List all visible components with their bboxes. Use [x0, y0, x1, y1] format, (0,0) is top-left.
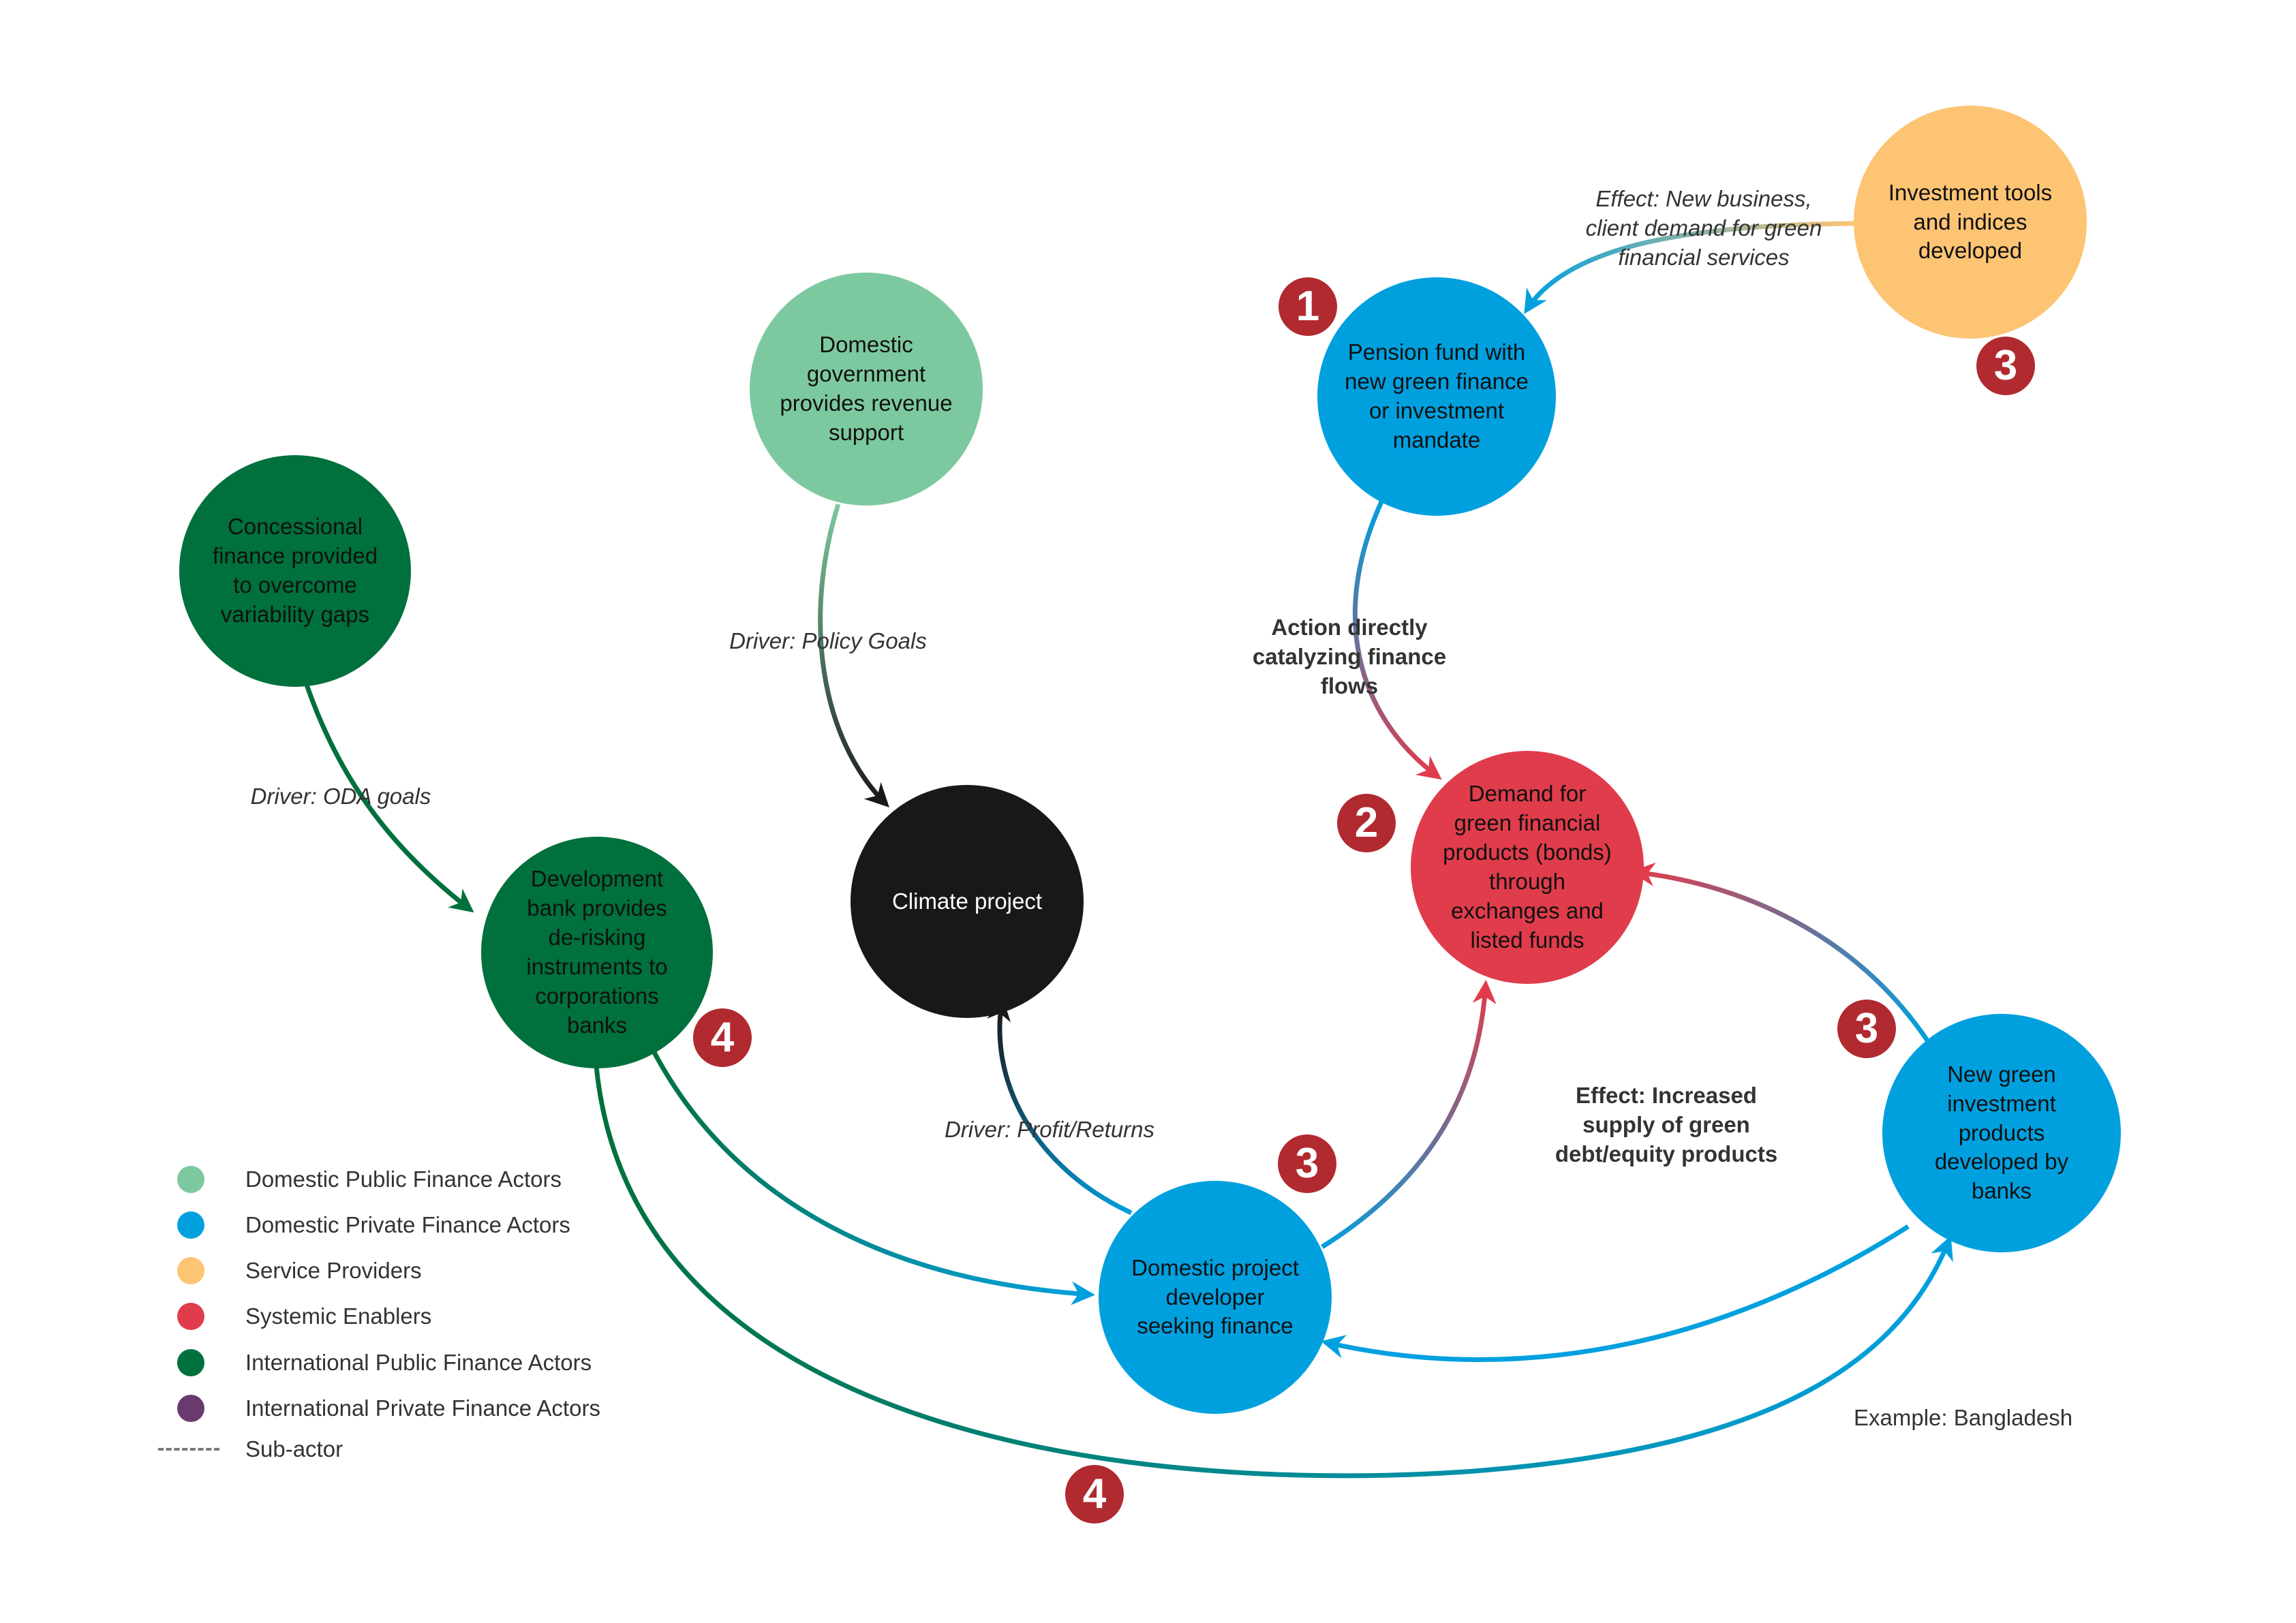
- node-concessional-finance-label: Concessional finance provided to overcom…: [212, 514, 378, 627]
- node-climate-project-label: Climate project: [891, 888, 1043, 914]
- node-domestic-government: Domestic government provides revenue sup…: [750, 273, 983, 506]
- legend-dot-service-providers: [177, 1257, 204, 1284]
- label-policy-goals: Driver: Policy Goals: [729, 628, 927, 653]
- badge-bottom: 4: [1065, 1465, 1124, 1524]
- legend-dot-systemic-enablers: [177, 1303, 204, 1330]
- node-investment-tools: Investment tools and indices developed: [1854, 106, 2087, 339]
- node-project-developer: Domestic project developer seeking finan…: [1099, 1181, 1332, 1414]
- legend-label-domestic-private: Domestic Private Finance Actors: [245, 1212, 570, 1237]
- legend-label-domestic-public: Domestic Public Finance Actors: [245, 1166, 562, 1192]
- node-development-bank: Development bank provides de-risking ins…: [481, 837, 713, 1068]
- badge-dev-bank: 4: [693, 1008, 752, 1067]
- legend-label-service-providers: Service Providers: [245, 1258, 422, 1283]
- node-development-bank-label: Development bank provides de-risking ins…: [526, 866, 668, 1038]
- badge-tools: 3: [1976, 337, 2035, 395]
- label-oda-goals: Driver: ODA goals: [250, 784, 431, 809]
- label-new-business: Effect: New business, client demand for …: [1585, 186, 1822, 270]
- node-demand-green-products-label: Demand for green financial products (bon…: [1443, 781, 1612, 953]
- legend-item-domestic-public: Domestic Public Finance Actors: [177, 1166, 562, 1193]
- label-increased-supply: Effect: Increased supply of green debt/e…: [1555, 1083, 1778, 1166]
- legend-label-international-private: International Private Finance Actors: [245, 1395, 600, 1421]
- legend-label-systemic-enablers: Systemic Enablers: [245, 1303, 432, 1329]
- badge-developer: 3: [1278, 1134, 1336, 1193]
- node-concessional-finance: Concessional finance provided to overcom…: [179, 455, 411, 687]
- arrow-bank-to-newproducts: [594, 1066, 1953, 1479]
- legend-item-domestic-private: Domestic Private Finance Actors: [177, 1211, 570, 1239]
- badge-new-products: 3: [1837, 1000, 1896, 1058]
- node-pension-fund: Pension fund with new green finance or i…: [1317, 277, 1556, 516]
- arrow-newproducts-to-demand: [1631, 862, 1931, 1044]
- label-action-catalyzing: Action directly catalyzing finance flows: [1252, 615, 1447, 698]
- arrow-tools-to-pension: [1524, 221, 1854, 314]
- legend-label-international-public: International Public Finance Actors: [245, 1350, 592, 1375]
- node-pension-fund-label: Pension fund with new green finance or i…: [1345, 339, 1529, 452]
- legend-dot-international-private: [177, 1395, 204, 1422]
- legend-label-sub-actor: Sub-actor: [245, 1436, 343, 1462]
- legend-item-international-private: International Private Finance Actors: [177, 1395, 600, 1422]
- node-climate-project: Climate project: [851, 785, 1084, 1018]
- legend-dash-sub-actor: [158, 1448, 219, 1451]
- legend-item-sub-actor: Sub-actor: [158, 1436, 343, 1462]
- node-demand-green-products: Demand for green financial products (bon…: [1411, 751, 1644, 984]
- arrow-developer-to-climate: [987, 997, 1133, 1216]
- legend-item-systemic-enablers: Systemic Enablers: [177, 1303, 431, 1330]
- node-domestic-government-label: Domestic government provides revenue sup…: [780, 332, 953, 445]
- arrow-pension-to-demand: [1352, 496, 1442, 780]
- label-example: Example: Bangladesh: [1854, 1405, 2073, 1430]
- legend-item-international-public: International Public Finance Actors: [177, 1349, 592, 1376]
- badge-pension: 1: [1279, 277, 1337, 336]
- legend-item-service-providers: Service Providers: [177, 1257, 422, 1284]
- node-investment-tools-label: Investment tools and indices developed: [1888, 179, 2053, 264]
- node-new-green-products: New green investment products developed …: [1882, 1014, 2121, 1252]
- arrow-bank-to-developer: [648, 1045, 1095, 1305]
- node-project-developer-label: Domestic project developer seeking finan…: [1131, 1254, 1299, 1339]
- label-profit-returns: Driver: Profit/Returns: [944, 1117, 1155, 1142]
- badge-demand: 2: [1337, 794, 1396, 852]
- legend-dot-domestic-public: [177, 1166, 204, 1193]
- node-new-green-products-label: New green investment products developed …: [1934, 1061, 2069, 1204]
- arrow-newproducts-to-developer: [1321, 1224, 1910, 1362]
- legend-dot-international-public: [177, 1349, 204, 1376]
- arrow-gov-to-climate: [818, 503, 889, 807]
- arrow-concessional-to-bank: [304, 683, 474, 913]
- arrow-developer-to-demand: [1321, 980, 1497, 1249]
- legend-dot-domestic-private: [177, 1211, 204, 1239]
